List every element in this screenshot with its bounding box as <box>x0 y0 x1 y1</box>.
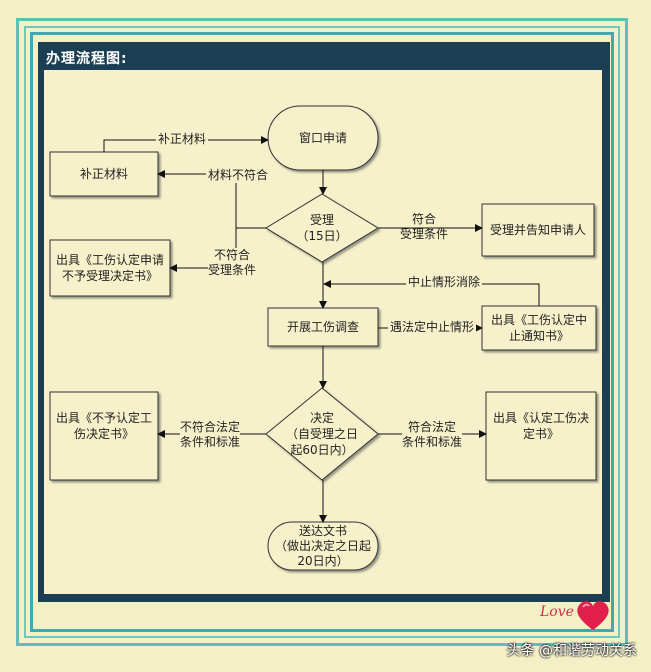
node-deliver: 送达文书 （做出决定之日起 20日内） <box>274 523 371 568</box>
node-supplement: 补正材料 <box>79 167 128 181</box>
node-suspend-doc-shape <box>481 305 597 351</box>
node-investigate-shape <box>267 307 379 347</box>
node-approve-doc-shape <box>485 391 597 481</box>
edge-label-meet-legal: 符合法定 条件和标准 <box>402 420 463 450</box>
node-window-apply: 窗口申请 <box>298 131 347 145</box>
flowchart-canvas: 窗口申请 补正材料 受理 （15日） 受理并告知申请人 出具《工伤认定申请 不予… <box>44 70 602 594</box>
inner-border <box>30 32 614 632</box>
edge-label-meets-accept: 符合 受理条件 <box>400 212 449 241</box>
node-decision-shape <box>265 387 379 481</box>
love-decoration: Love <box>540 604 574 620</box>
node-accept-shape <box>265 193 379 263</box>
node-investigate: 开展工伤调查 <box>286 320 359 334</box>
watermark-text: 头条 @和谐劳动关系 <box>506 643 637 659</box>
node-accept-notify-shape <box>481 203 595 257</box>
node-suspend-doc: 出具《工伤认定中 止通知书》 <box>490 313 587 343</box>
node-accept: 受理 （15日） <box>296 213 348 243</box>
edge-label-suspension-cleared: 中止情形消除 <box>406 275 483 290</box>
panel-title: 办理流程图: <box>46 51 128 67</box>
node-decision: 决定 （自受理之日 起60日内） <box>285 411 358 457</box>
node-supplement-shape <box>49 151 159 197</box>
edge-label-legal-suspension: 遇法定中止情形 <box>388 320 477 335</box>
outer-border <box>16 18 628 646</box>
heart-icon <box>577 601 609 630</box>
edge-label-not-meet-legal: 不符合法定 条件和标准 <box>180 420 241 450</box>
middle-border <box>24 26 620 638</box>
edge-supplement-to-apply <box>103 136 269 152</box>
node-accept-notify: 受理并告知申请人 <box>489 223 586 237</box>
edge-label-materials-mismatch: 材料不符合 <box>206 168 271 183</box>
node-reject-accept-doc: 出具《工伤认定申请 不予受理决定书》 <box>55 253 164 283</box>
flowchart-svg <box>49 105 597 571</box>
edge-label-supplement: 补正材料 <box>156 132 209 147</box>
node-deny-doc-shape <box>49 391 159 481</box>
edge-label-not-meet-accept: 不符合 受理条件 <box>208 248 257 278</box>
node-deny-doc: 出具《不予认定工 伤决定书》 <box>55 411 152 441</box>
node-approve-doc: 出具《认定工伤决 定书》 <box>492 411 589 441</box>
flowchart-panel: 办理流程图: <box>38 42 610 602</box>
edge-suspend-resume <box>323 280 540 306</box>
